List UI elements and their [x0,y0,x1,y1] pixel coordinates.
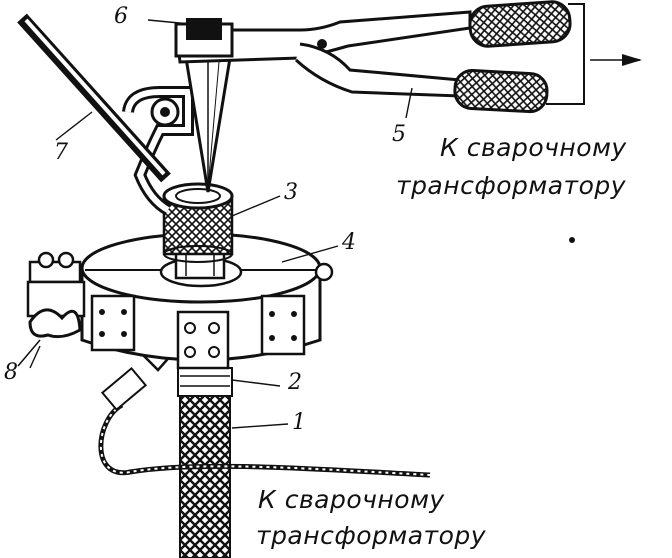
label-1: 1 [292,410,306,435]
electrode-rod-7 [17,13,171,183]
label-2: 2 [288,370,302,395]
pipe-stub [174,250,226,280]
cable-1-braided [179,389,231,558]
caption-top-line2: трансформатору [396,171,627,200]
knurled-collar-3 [162,182,234,263]
label-7: 7 [54,140,68,165]
holder-stand [122,86,194,216]
ink-dot [569,237,575,243]
clamp-block-6 [174,18,234,58]
caption-top-line1: К сварочному [440,133,627,162]
label-6: 6 [114,4,128,29]
label-4: 4 [342,230,356,255]
ground-cable [98,366,431,478]
leader-lines [29,19,413,429]
wing-nut-8 [17,308,82,367]
upper-lead-wire [546,3,642,105]
welding-tongs-5 [174,0,572,114]
caption-bottom-line2: трансформатору [256,521,487,550]
label-5: 5 [392,122,406,147]
label-3: 3 [284,180,298,205]
sleeve-2 [177,367,233,397]
caption-bottom-line1: К сварочному [258,485,445,514]
band-clamp-4 [26,232,334,370]
label-8: 8 [4,360,18,385]
